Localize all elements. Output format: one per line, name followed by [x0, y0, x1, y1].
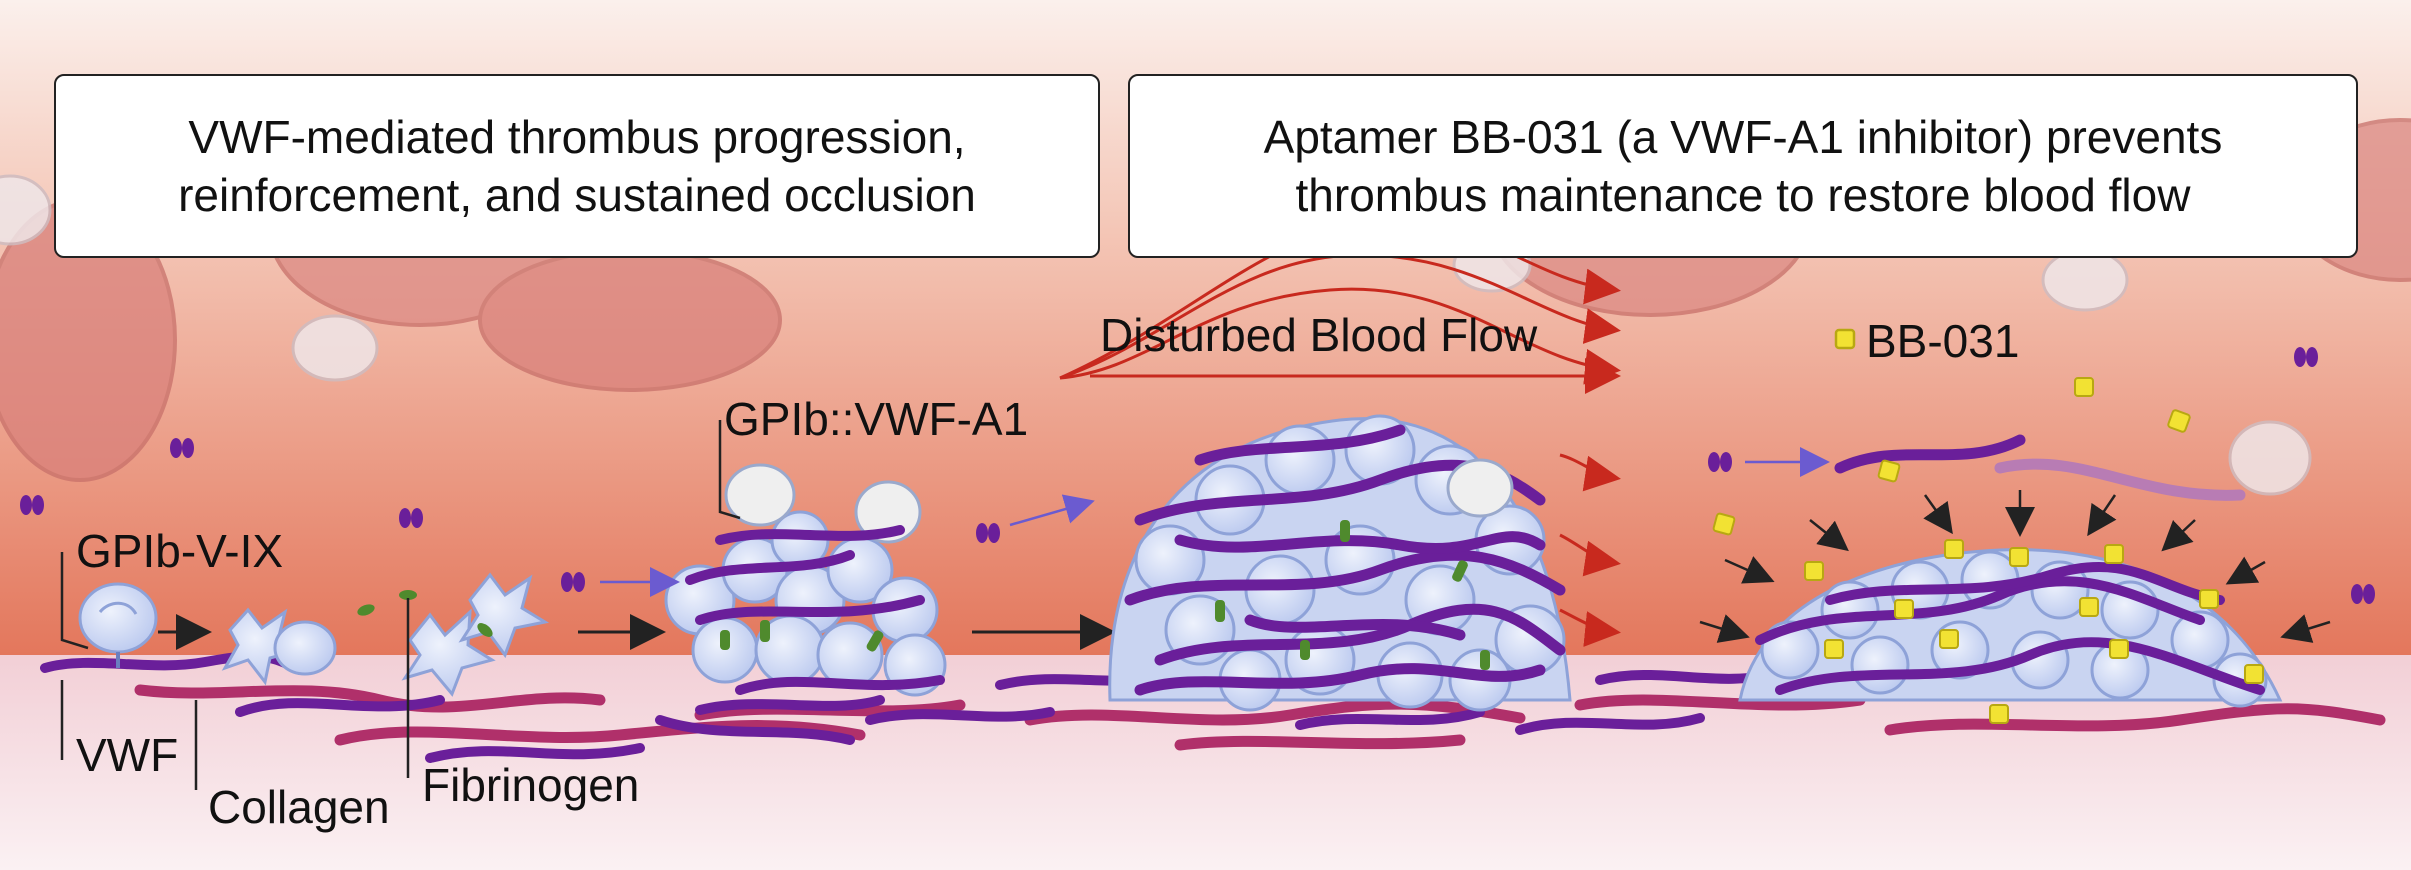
- stage-1-tethering: [78, 572, 666, 697]
- label-collagen: Collagen: [208, 781, 390, 833]
- label-vwf: VWF: [76, 729, 179, 781]
- stage-2-aggregate: [664, 463, 1116, 697]
- label-fibrinogen: Fibrinogen: [422, 759, 640, 811]
- stage-3-occlusive-thrombus: [1059, 217, 1621, 712]
- white-blood-cells: [0, 174, 2312, 496]
- displaced-vwf-strand-faded: [1994, 458, 2246, 501]
- collagen-layer: [134, 684, 2386, 751]
- label-bb-031: BB-031: [1866, 315, 2020, 367]
- label-gpib-v-ix: GPIb-V-IX: [76, 525, 284, 577]
- displaced-vwf-strand: [1834, 434, 2026, 474]
- left-panel-caption: VWF-mediated thrombus progression, reinf…: [54, 74, 1100, 258]
- right-panel-caption: Aptamer BB-031 (a VWF-A1 inhibitor) prev…: [1128, 74, 2358, 258]
- leader-lines: [60, 328, 1856, 790]
- label-disturbed-blood-flow: Disturbed Blood Flow: [1100, 309, 1538, 361]
- label-gpib-vwf-a1: GPIb::VWF-A1: [724, 393, 1029, 445]
- aptamer-legend-icon: [1834, 328, 1856, 350]
- stage-4-aptamer-treatment: [1699, 377, 2331, 724]
- platelet-gpib-vwf-a1: [724, 463, 796, 527]
- aptamer-molecules: [1712, 377, 2264, 724]
- vwf-approach-arrows: [600, 447, 1830, 597]
- free-vwf-molecules: [20, 347, 2375, 604]
- tethered-platelet: [78, 582, 158, 654]
- aptamer-binding-arrows: [1699, 490, 2331, 643]
